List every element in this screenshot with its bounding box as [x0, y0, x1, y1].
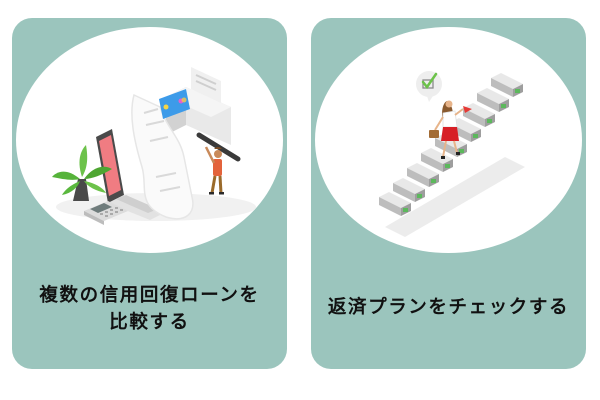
caption-line: 比較する	[109, 312, 190, 333]
card-caption: 複数の信用回復ローンを 比較する	[12, 282, 287, 336]
person-icon	[429, 100, 472, 159]
calculator-icon	[84, 201, 128, 225]
receipt-icon	[131, 93, 194, 220]
pen-icon	[196, 132, 241, 162]
plant-icon	[52, 145, 112, 201]
caption-line: 返済プランをチェックする	[327, 297, 570, 318]
caption-line: 複数の信用回復ローンを	[39, 285, 260, 306]
illustration-frame	[315, 27, 582, 253]
repayment-plan-stairs-illustration	[379, 71, 525, 237]
credit-card-icon	[159, 89, 190, 119]
stairs-icon	[379, 73, 523, 216]
checkmark-bubble-icon	[416, 71, 442, 102]
card-compare-loans[interactable]: 複数の信用回復ローンを 比較する	[12, 18, 287, 369]
loan-comparison-illustration	[52, 67, 256, 225]
person-icon	[204, 146, 224, 195]
illustration-frame	[16, 27, 283, 253]
card-check-repayment-plan[interactable]: 返済プランをチェックする	[311, 18, 586, 369]
card-caption: 返済プランをチェックする	[311, 294, 586, 321]
laptop-icon	[96, 129, 166, 220]
